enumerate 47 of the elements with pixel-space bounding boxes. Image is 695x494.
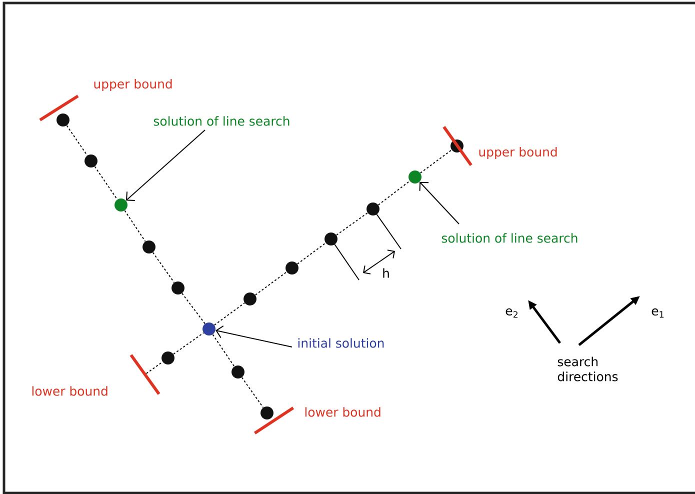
bound-bar xyxy=(130,354,160,395)
solution-point xyxy=(202,322,216,336)
search-line xyxy=(172,332,204,355)
sample-point xyxy=(172,282,184,294)
label: search directions xyxy=(558,356,618,382)
solution-point xyxy=(408,170,422,184)
bound-bar xyxy=(442,126,472,166)
search-line xyxy=(214,302,246,326)
search-line xyxy=(152,252,175,284)
search-line xyxy=(296,242,326,264)
solution-point xyxy=(114,198,128,212)
bound-label: upper bound xyxy=(479,146,557,160)
sample-point xyxy=(142,240,156,254)
annotation-text: initial solution xyxy=(298,338,384,348)
sample-point xyxy=(56,114,70,126)
leader-line xyxy=(126,130,206,202)
bound-label: lower bound xyxy=(32,386,108,396)
sample-point xyxy=(286,262,298,274)
sample-point xyxy=(162,352,174,364)
annotation-text: solution of line search xyxy=(442,233,578,243)
search-line xyxy=(378,180,410,206)
search-line xyxy=(146,361,164,374)
sample-point xyxy=(324,232,338,246)
bound-bar xyxy=(39,94,79,122)
annotation-text: solution of line search xyxy=(154,116,290,126)
label: e$_{1}$ xyxy=(652,308,664,318)
sample-point xyxy=(232,366,244,378)
sample-point xyxy=(366,202,380,216)
search-line xyxy=(420,149,452,174)
search-line xyxy=(254,271,288,296)
bound-label: upper bound xyxy=(94,78,172,92)
search-line xyxy=(336,212,368,236)
search-line xyxy=(94,166,118,200)
sample-point xyxy=(244,292,256,306)
search-line xyxy=(212,334,235,367)
bound-bar xyxy=(254,406,294,434)
search-line xyxy=(182,292,206,324)
bound-label: lower bound xyxy=(305,407,380,417)
label: e$_{2}$ xyxy=(506,308,518,318)
leader-line xyxy=(216,325,292,348)
sample-point xyxy=(84,154,98,168)
sample-point xyxy=(260,406,274,420)
search-line xyxy=(241,376,264,408)
leader-line xyxy=(419,182,460,224)
label: h xyxy=(383,268,389,278)
search-line xyxy=(66,125,88,156)
search-line xyxy=(124,210,146,242)
